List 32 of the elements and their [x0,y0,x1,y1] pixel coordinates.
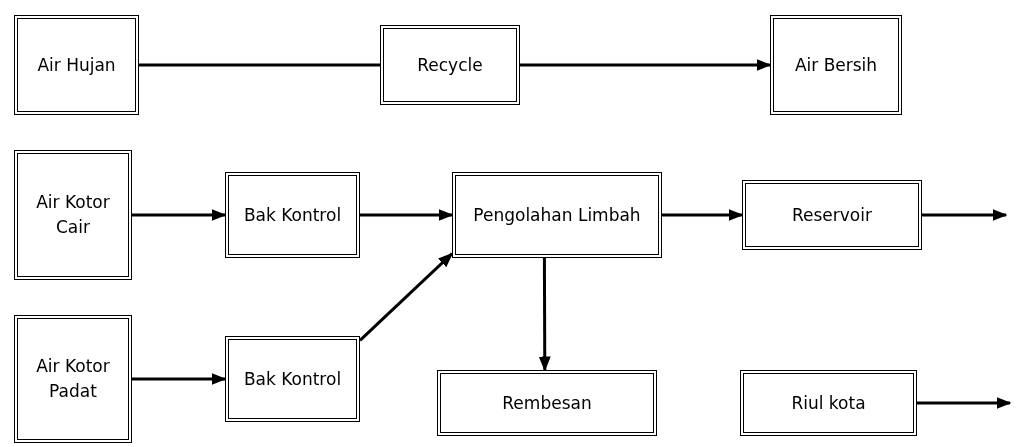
arrow [520,59,772,71]
node-label: Air Kotor Padat [35,355,111,403]
node-label: Bak Kontrol [243,367,342,391]
process-box [14,15,139,115]
connector-line [139,63,380,67]
process-box [740,370,917,436]
arrow [132,373,227,385]
arrow [538,258,551,372]
node-label: Air Bersih [794,53,878,77]
arrow [662,209,744,221]
arrow [922,209,1008,221]
process-box [225,172,360,258]
node-label: Recycle [417,53,483,77]
node-label: Bak Kontrol [243,203,342,227]
node-label: Pengolahan Limbah [473,203,641,227]
process-box [742,180,922,250]
process-box [14,315,132,443]
arrow [360,209,454,221]
node-label: Riul kota [791,391,866,415]
arrow [917,397,1012,409]
node-label: Reservoir [792,203,872,227]
process-box [437,370,657,436]
process-box [14,150,132,280]
process-box [770,15,902,115]
process-box [380,25,520,105]
process-box [452,172,662,258]
arrow [132,209,227,221]
node-label: Rembesan [502,391,592,415]
node-label: Air Hujan [37,53,116,77]
arrow [358,252,454,342]
process-box [225,336,360,422]
node-label: Air Kotor Cair [35,191,111,239]
